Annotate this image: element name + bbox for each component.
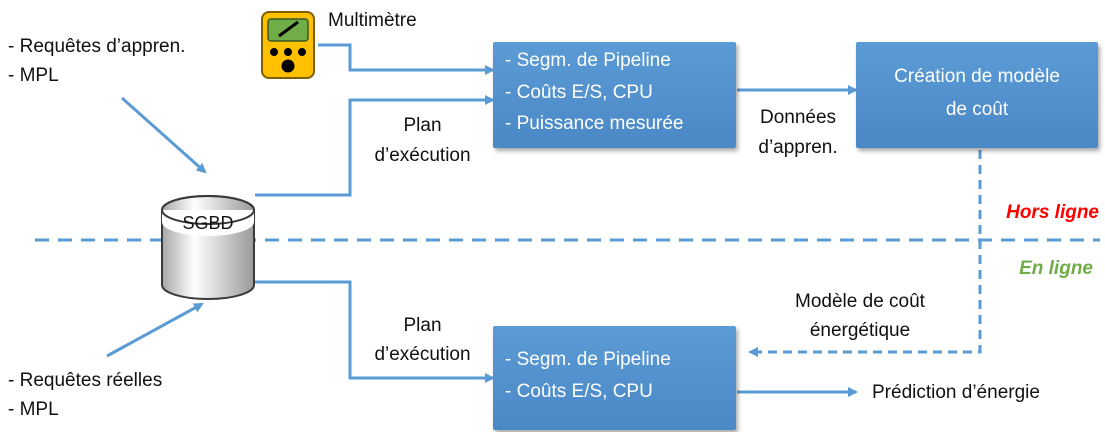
- plan-online-line2: d’exécution: [374, 344, 471, 365]
- arrow-real-queries-to-dbms: [106, 302, 204, 358]
- training-data-line1: Données: [759, 107, 837, 128]
- training-data-line2: d’appren.: [758, 137, 838, 158]
- energy-model-line2: énergétique: [809, 320, 911, 341]
- energy-prediction-label: Prédiction d’énergie: [872, 382, 1040, 403]
- training-mpl-label: - MPL: [8, 65, 59, 86]
- plan-online-line1: Plan: [403, 315, 442, 336]
- features-item-power: - Puissance mesurée: [505, 113, 684, 134]
- online-phase-label: En ligne: [1019, 258, 1093, 279]
- real-queries-label: - Requêtes réelles: [8, 370, 163, 391]
- plan-offline-line1: Plan: [403, 115, 442, 136]
- arrow-model-to-online-features: [748, 150, 982, 357]
- model-creation-box: Création de modèle de coût: [856, 42, 1098, 148]
- model-creation-line1: Création de modèle: [894, 66, 1060, 87]
- multimeter-icon: [261, 11, 315, 79]
- dbms-label: SGBD: [182, 213, 234, 233]
- arrow-dbms-to-features-online: [255, 280, 495, 383]
- energy-model-line1: Modèle de coût: [795, 291, 925, 312]
- features-item-pipeline: - Segm. de Pipeline: [505, 50, 671, 71]
- dbms-cylinder-icon: [161, 195, 255, 300]
- features-online-item-costs: - Coûts E/S, CPU: [505, 381, 653, 402]
- arrow-multimeter-to-features: [318, 43, 495, 75]
- real-mpl-label: - MPL: [8, 399, 59, 420]
- plan-offline-line2: d’exécution: [374, 145, 471, 166]
- arrow-training-queries-to-dbms: [121, 96, 207, 174]
- features-item-costs: - Coûts E/S, CPU: [505, 82, 653, 103]
- features-box-online: - Segm. de Pipeline - Coûts E/S, CPU: [493, 326, 736, 430]
- features-box-offline: - Segm. de Pipeline - Coûts E/S, CPU - P…: [493, 42, 736, 148]
- training-queries-label: - Requêtes d’appren.: [8, 36, 186, 57]
- arrow-dbms-to-features-offline: [255, 95, 495, 197]
- model-creation-line2: de coût: [945, 99, 1009, 120]
- multimeter-label: Multimètre: [328, 10, 417, 31]
- features-online-item-pipeline: - Segm. de Pipeline: [505, 349, 671, 370]
- offline-phase-label: Hors ligne: [1006, 202, 1099, 223]
